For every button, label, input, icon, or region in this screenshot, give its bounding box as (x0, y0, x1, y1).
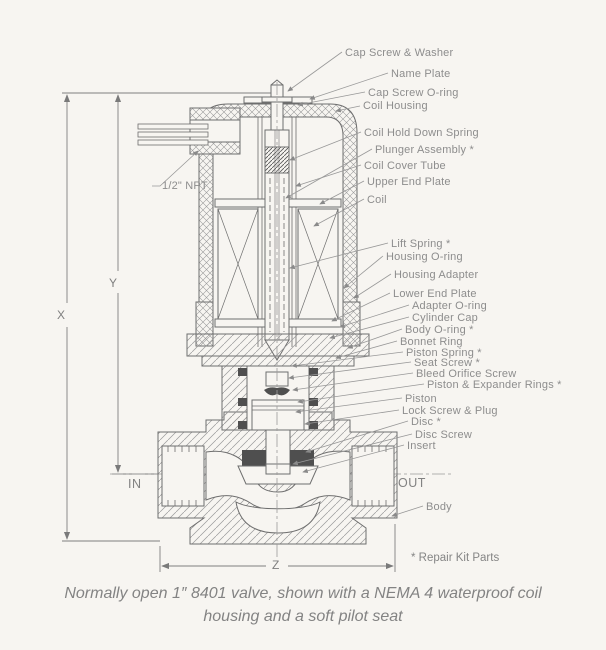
label-piston-expander-rings: Piston & Expander Rings * (427, 379, 562, 391)
label-disc-screw: Disc Screw (415, 429, 473, 441)
label-body-oring: Body O-ring * (405, 324, 474, 336)
label-piston-spring: Piston Spring * (406, 347, 482, 359)
label-lock-screw-plug: Lock Screw & Plug (402, 405, 498, 417)
label-housing-adapter: Housing Adapter (394, 269, 479, 281)
label-cap-screw-washer: Cap Screw & Washer (345, 47, 454, 59)
coil-right (297, 208, 339, 320)
label-dim-x: X (57, 308, 66, 322)
label-bleed-orifice-screw: Bleed Orifice Screw (416, 368, 517, 380)
label-insert: Insert (407, 440, 436, 452)
label-piston: Piston (405, 393, 437, 405)
caption-line-1: Normally open 1″ 8401 valve, shown with … (64, 585, 542, 602)
repair-kit-note: * Repair Kit Parts (411, 552, 500, 564)
label-coil-cover-tube: Coil Cover Tube (364, 160, 446, 172)
label-cap-screw-oring: Cap Screw O-ring (368, 87, 459, 99)
label-body: Body (426, 501, 452, 513)
label-seat-screw: Seat Screw * (414, 357, 480, 369)
label-coil-housing: Coil Housing (363, 100, 428, 112)
stem-shape (265, 429, 291, 467)
label-port-in: IN (128, 477, 142, 491)
label-plunger-assembly: Plunger Assembly * (375, 144, 474, 156)
lower-chamber (235, 501, 321, 534)
cylinder-assembly (221, 365, 335, 485)
label-coil: Coil (367, 194, 387, 206)
label-bonnet-ring: Bonnet Ring (400, 336, 463, 348)
conduit-hub (137, 107, 241, 155)
disc-screw-shape (265, 463, 291, 475)
insert-shape (237, 465, 319, 485)
label-upper-end-plate: Upper End Plate (367, 176, 451, 188)
piston-shape (251, 399, 305, 431)
leader-lines (152, 51, 425, 517)
label-dim-y: Y (109, 276, 118, 290)
housing-adapter-shape (186, 301, 370, 367)
label-cylinder-cap: Cylinder Cap (412, 312, 478, 324)
label-dim-z: Z (272, 558, 280, 572)
label-name-plate: Name Plate (391, 68, 451, 80)
inlet-port (161, 445, 205, 507)
coil-left (217, 208, 259, 320)
seal-squares (238, 368, 318, 429)
label-lower-end-plate: Lower End Plate (393, 288, 477, 300)
label-disc: Disc * (411, 416, 441, 428)
label-coil-hold-down-spring: Coil Hold Down Spring (364, 127, 479, 139)
dimension-lines (62, 92, 396, 572)
label-lift-spring: Lift Spring * (391, 238, 451, 250)
outlet-port (351, 445, 395, 507)
label-adapter-oring: Adapter O-ring (412, 300, 487, 312)
caption-line-2: housing and a soft pilot seat (203, 608, 403, 625)
lead-wires (137, 123, 209, 146)
label-port-out: OUT (398, 476, 426, 490)
label-npt: 1/2" NPT (162, 180, 208, 192)
figure-caption: Normally open 1″ 8401 valve, shown with … (0, 582, 606, 628)
label-housing-oring: Housing O-ring (386, 251, 463, 263)
